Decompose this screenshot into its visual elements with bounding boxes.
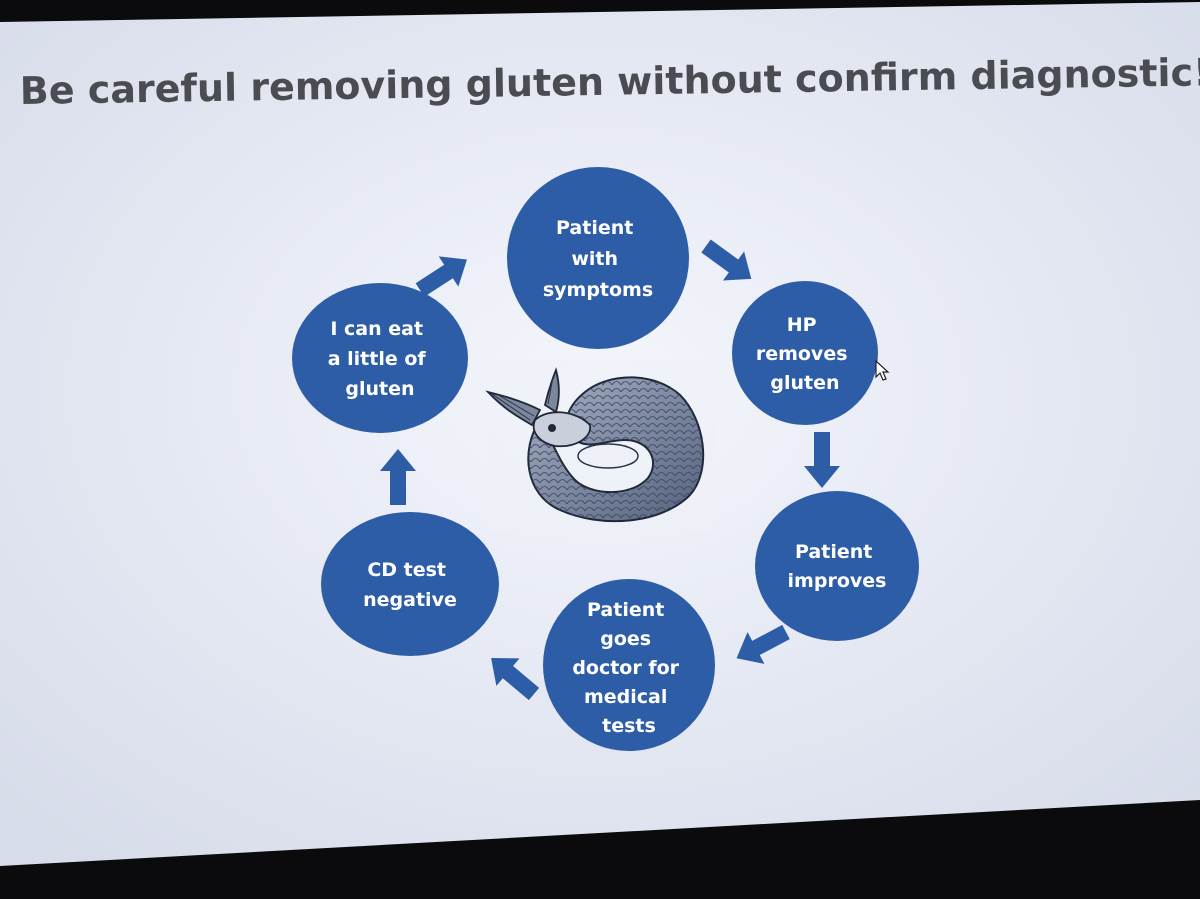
cycle-node-i-can-eat-gluten: I can eat a little of gluten [292,283,468,433]
svg-text:CD test negative: CD test negative [363,559,457,611]
node-line: gluten [345,378,414,400]
arrow-down-icon [804,432,840,488]
svg-text:Patient with s: Patient with symptoms [543,217,653,301]
svg-text:Patient goes d: Patient goes doctor for medical tests [572,599,685,737]
cycle-node-patient-goes-doctor: Patient goes doctor for medical tests [543,579,715,751]
node-line: Patient [795,541,872,563]
node-line: HP [787,314,817,336]
cycle-node-hp-removes-gluten: HP removes gluten [732,281,878,425]
ouroboros-fish-illustration [485,360,716,532]
node-line: negative [363,589,457,611]
node-line: doctor for [572,657,679,679]
node-line: symptoms [543,279,653,301]
cycle-node-cd-test-negative: CD test negative [321,512,499,656]
cycle-node-patient-improves: Patient improves [755,491,919,641]
node-line: removes [756,343,848,365]
node-line: CD test [367,559,446,581]
node-line: I can eat [330,318,423,340]
arrow-down-left-icon [736,624,790,664]
node-line: Patient [587,599,664,621]
svg-text:HP removes glu: HP removes gluten [756,314,854,394]
arrow-up-icon [380,449,416,505]
cycle-arrows [380,239,840,701]
node-line: tests [602,715,656,737]
arrow-up-left-icon [491,658,540,701]
node-line: a little of [328,348,427,370]
svg-text:Patient improves: Patient improves [788,541,887,592]
node-line: goes [600,628,651,650]
svg-text:I can eat a little of: I can eat a little of gluten [328,318,433,400]
node-line: improves [788,570,887,592]
node-line: with [571,248,618,270]
mouse-pointer-icon [875,359,890,381]
arrow-right-icon [415,256,467,297]
node-line: medical [584,686,667,708]
node-line: gluten [770,372,839,394]
cycle-node-patient-with-symptoms: Patient with symptoms [507,167,689,349]
arrow-down-right-icon [701,239,752,281]
node-line: Patient [556,217,633,239]
